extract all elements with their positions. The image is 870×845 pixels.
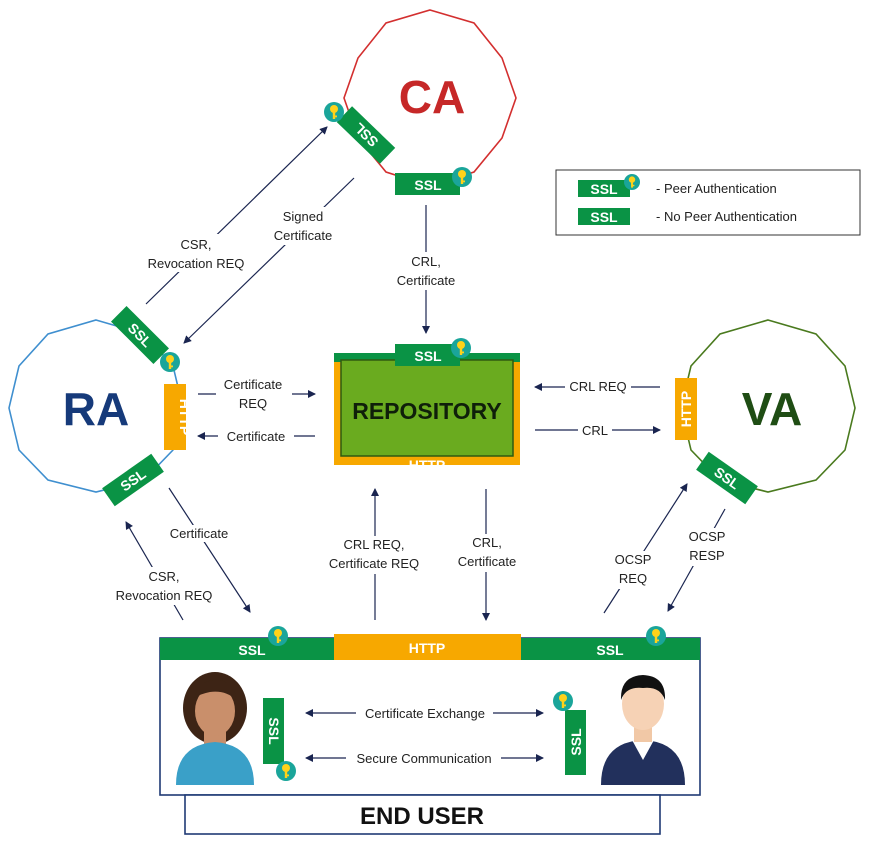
edge-crl-ca-line2: Certificate [397,273,456,288]
edge-crl-req: CRL REQ [569,379,626,394]
arrow-ra-to-user [168,487,251,613]
end-user-ssl-right-label: SSL [596,642,624,658]
ra-http-label: HTTP [177,399,193,436]
edge-ocsp-req-line1: OCSP [615,552,652,567]
ca-ssl-label: SSL [414,177,442,193]
edge-user-ra-line2: Revocation REQ [116,588,213,603]
edge-crl: CRL [582,423,608,438]
edge-repo-ra-cert: Certificate [227,429,286,444]
end-user-label: END USER [360,803,484,830]
edge-signed-line2: Certificate [274,228,333,243]
woman-ssl-tag [263,698,284,764]
legend-ssl-nopeer-tag [578,208,630,225]
key-icon [324,102,344,122]
man-avatar-icon [601,675,685,785]
edge-ocsp-resp-line1: OCSP [689,529,726,544]
edge-ocsp-resp-line2: RESP [689,548,724,563]
edge-repo-user-line1: CRL, [472,535,502,550]
ra-top-ssl-tag [111,306,169,364]
key-icon [646,626,666,646]
ca-left-ssl-tag [336,106,396,164]
key-icon [452,167,472,187]
legend-ssl-peer-tag [578,180,630,197]
end-user-title-box [184,794,661,835]
edge-ra-repo-line1: Certificate [224,377,283,392]
edge-cert-exchange: Certificate Exchange [365,706,485,721]
edge-user-repo-line1: CRL REQ, [344,537,405,552]
edge-csr-line1: CSR, [180,237,211,252]
key-icon [553,691,573,711]
legend-ssl-peer-label: SSL [590,181,618,197]
end-user-ssl-left-label: SSL [238,642,266,658]
edge-csr-line2: Revocation REQ [148,256,245,271]
man-ssl-label: SSL [568,728,584,756]
ra-label: RA [63,383,129,435]
edge-user-ra-line1: CSR, [148,569,179,584]
va-http-label: HTTP [678,391,694,428]
repository-ssl-label: SSL [414,348,442,364]
key-icon [160,352,180,372]
ra-http-tag [164,384,186,450]
legend-box [555,169,861,236]
woman-avatar-icon [176,672,254,785]
edge-crl-ca-line1: CRL, [411,254,441,269]
key-icon [276,761,296,781]
arrow-user-to-va [603,483,688,614]
edge-secure-comm: Secure Communication [356,751,491,766]
key-icon [624,174,640,190]
repository-ssl-tag [395,344,460,366]
legend-peer-auth: - Peer Authentication [656,181,777,196]
end-user-http-bar [334,634,521,660]
va-http-tag [675,378,697,440]
va-node [680,319,856,493]
repository-http-label: HTTP [409,457,446,473]
key-icon [268,626,288,646]
arrow-ca-to-ra [183,177,355,344]
edge-user-repo-line2: Certificate REQ [329,556,419,571]
edge-ra-user-cert: Certificate [170,526,229,541]
woman-ssl-label: SSL [266,717,282,745]
arrow-ra-to-ca [145,126,328,305]
legend-no-peer-auth: - No Peer Authentication [656,209,797,224]
end-user-http-label: HTTP [409,640,446,656]
man-ssl-tag [565,710,586,775]
legend-ssl-nopeer-label: SSL [590,209,618,225]
ra-bottom-ssl-tag [102,453,164,507]
key-icon [451,338,471,358]
edge-ra-repo-line2: REQ [239,396,267,411]
edge-signed-line1: Signed [283,209,323,224]
va-ssl-tag [696,451,758,505]
repository-box [340,359,514,457]
ca-ssl-tag [395,173,460,195]
edge-ocsp-req-line2: REQ [619,571,647,586]
repository-label: REPOSITORY [352,398,502,424]
ca-label: CA [399,71,465,123]
va-label: VA [742,383,803,435]
end-user-ssl-left-bar [160,638,334,660]
edge-repo-user-line2: Certificate [458,554,517,569]
